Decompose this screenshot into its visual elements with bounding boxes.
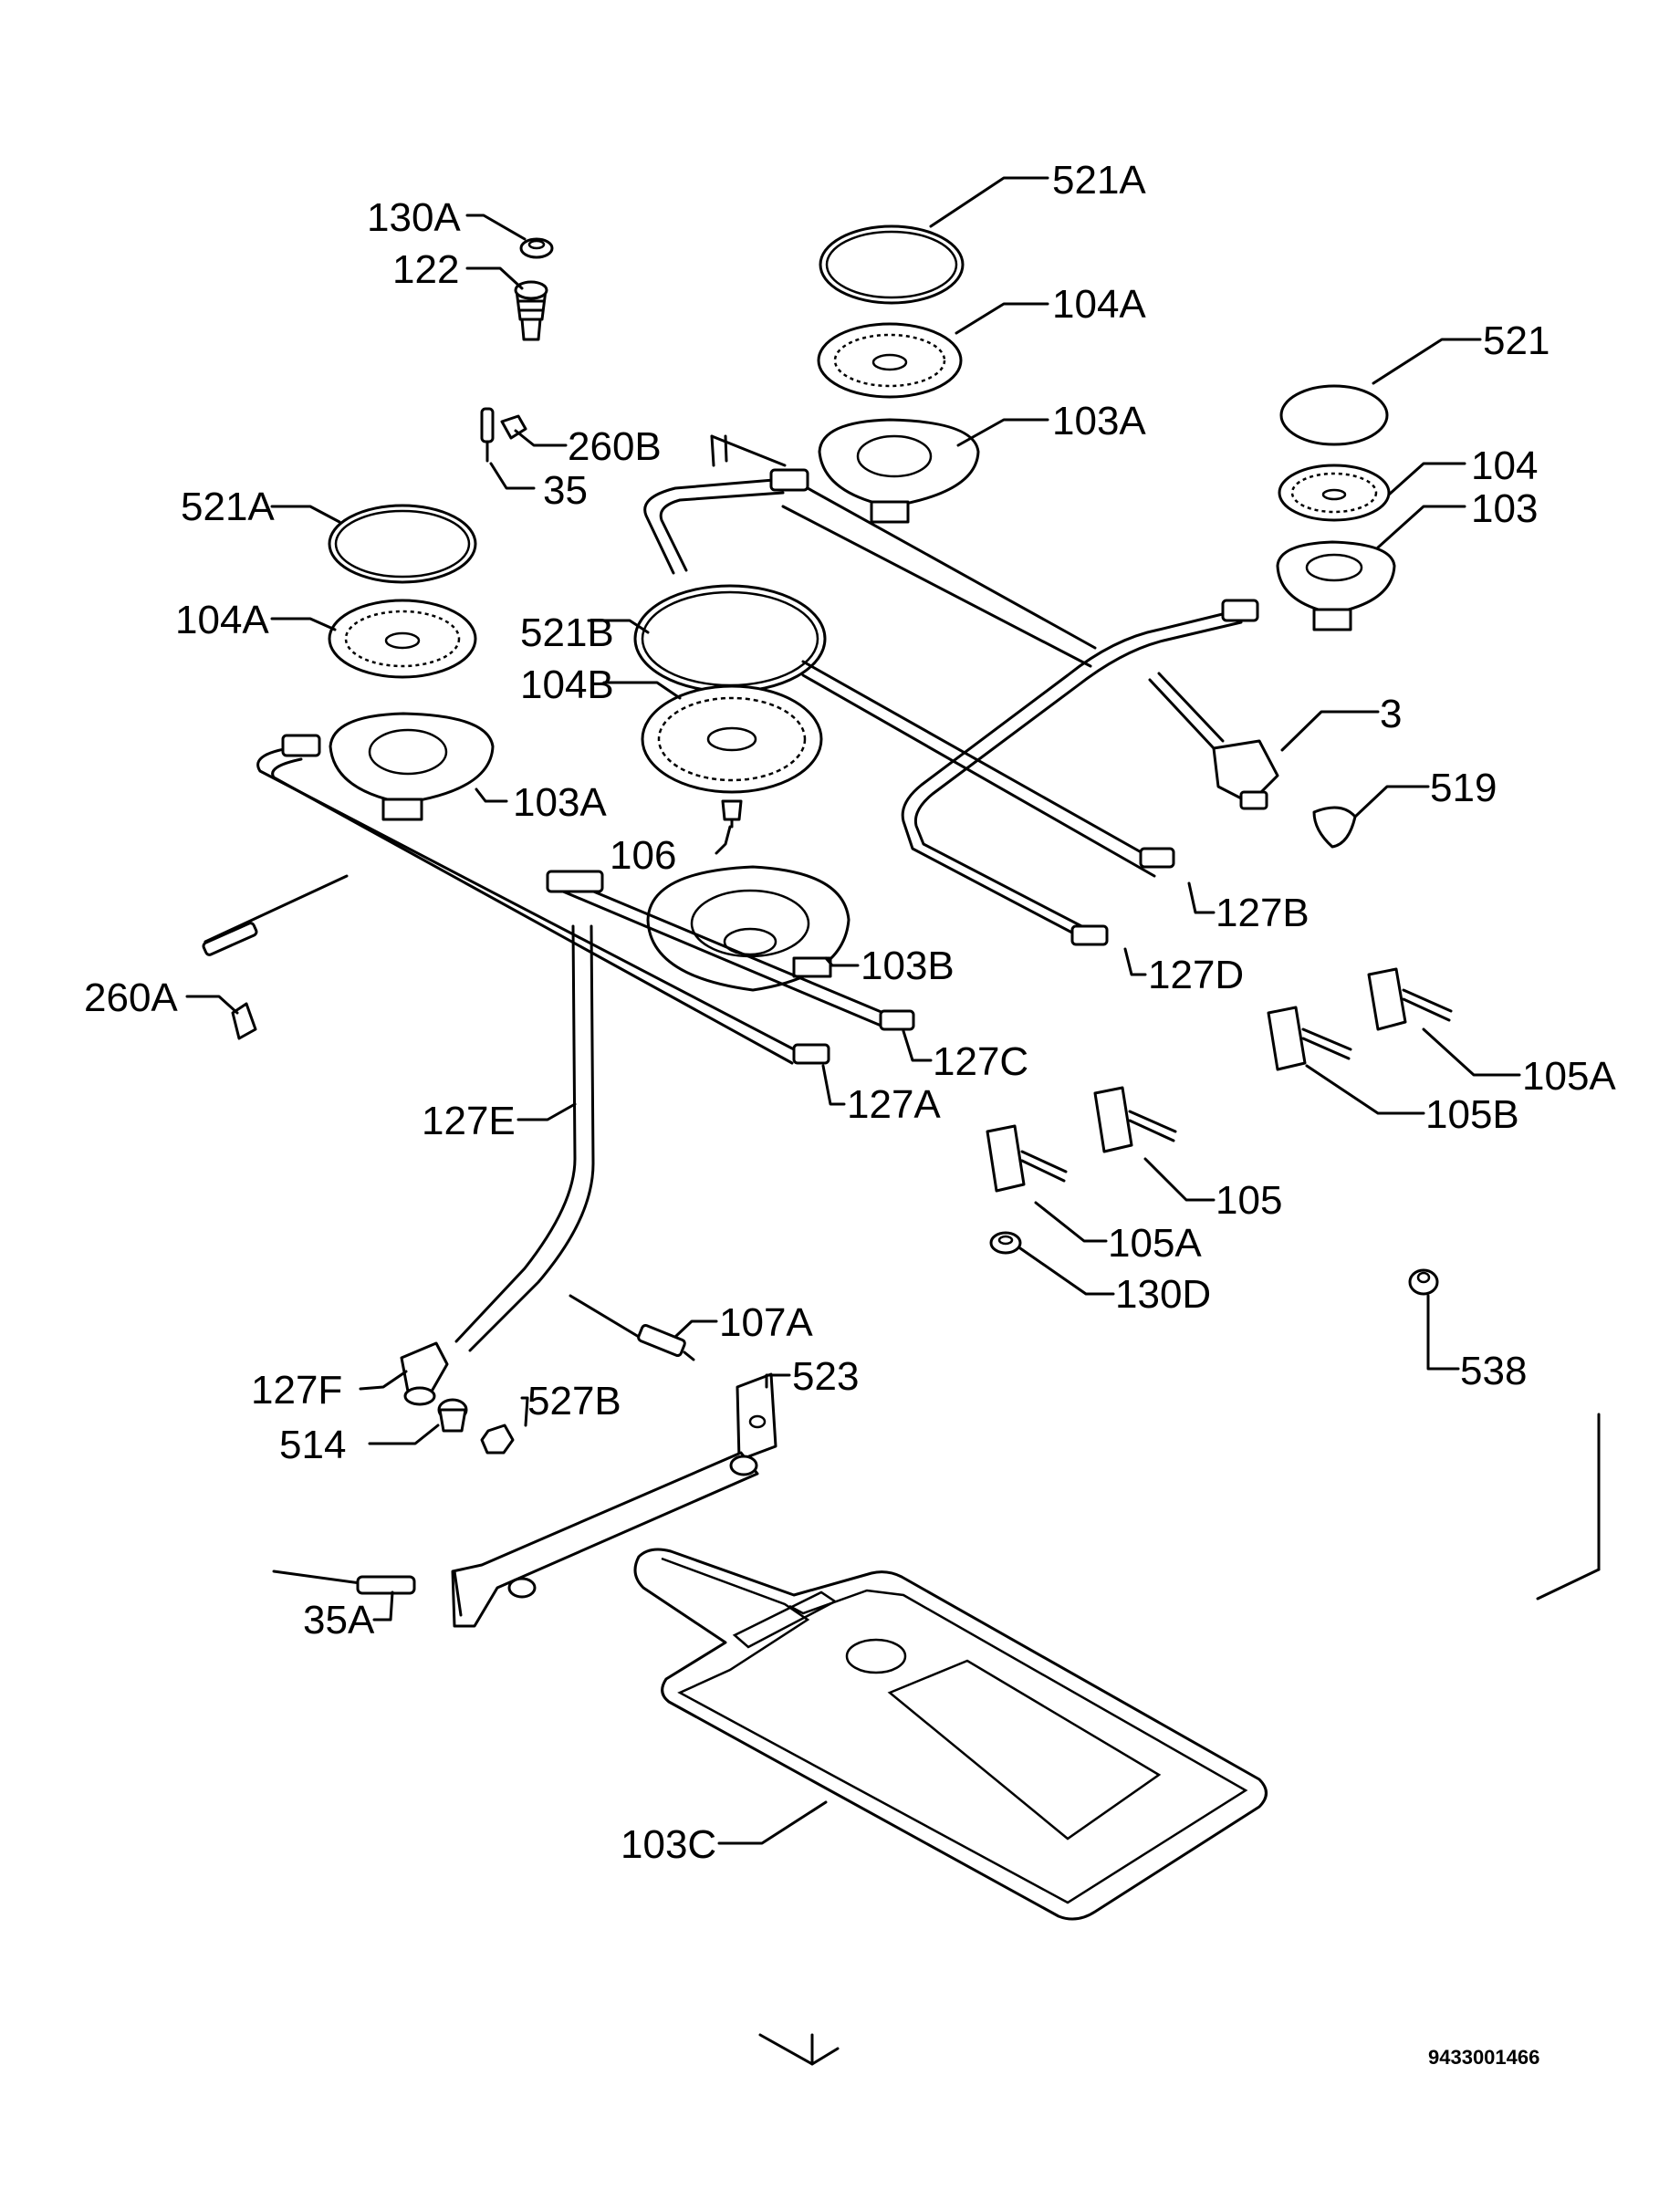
burner-base-103 (1276, 540, 1396, 631)
label-130A: 130A (367, 195, 461, 240)
label-523: 523 (792, 1354, 859, 1399)
valve-105 (1093, 1086, 1177, 1153)
label-127F: 127F (251, 1368, 342, 1413)
label-122: 122 (392, 247, 459, 292)
flame-spreader-104B (641, 684, 823, 794)
burner-cap-521 (1279, 384, 1389, 446)
label-105A-right: 105A (1522, 1054, 1616, 1099)
label-127B: 127B (1216, 891, 1310, 935)
valve-105A-right (1367, 967, 1453, 1031)
nut-527B (480, 1424, 515, 1455)
nut-130D (989, 1231, 1022, 1255)
label-105B: 105B (1425, 1092, 1519, 1137)
clip-260A (231, 1002, 257, 1040)
gas-pipe-long-right (901, 608, 1243, 942)
nut-538 (1408, 1268, 1439, 1296)
label-514: 514 (279, 1423, 346, 1467)
part-labels: 130A 122 260B 35 521A 104A 103A 521 104 … (84, 158, 1616, 2069)
thermocouple-107A (569, 1294, 695, 1361)
cap-nut-130A (519, 237, 554, 259)
gas-pipe-upper (643, 434, 1097, 668)
label-521B: 521B (520, 610, 614, 655)
label-260A: 260A (84, 975, 178, 1020)
pipe-fittings (281, 468, 1259, 1065)
injector-106 (721, 799, 743, 829)
label-107A: 107A (719, 1300, 813, 1345)
label-103A-left: 103A (513, 780, 607, 825)
label-104: 104 (1471, 443, 1538, 488)
knob-519 (1312, 806, 1357, 849)
label-105A-left: 105A (1108, 1221, 1202, 1266)
label-105: 105 (1216, 1178, 1282, 1223)
burner-cap-521A-left (328, 504, 477, 584)
label-104A-top: 104A (1052, 282, 1146, 327)
cover-plate-103C (633, 1548, 1268, 1921)
label-260B: 260B (568, 424, 662, 469)
label-35A: 35A (303, 1598, 375, 1642)
injector-122 (514, 280, 548, 341)
thermocouple-35A (272, 1570, 416, 1595)
label-521A-top: 521A (1052, 158, 1146, 203)
label-127E: 127E (422, 1099, 516, 1143)
label-3: 3 (1380, 692, 1402, 736)
label-103: 103 (1471, 486, 1538, 531)
fitting-514 (437, 1398, 468, 1433)
leader-lines (185, 176, 1521, 1845)
burner-base-103B (646, 865, 850, 992)
flame-spreader-104A-left (328, 599, 477, 679)
label-104A-left: 104A (175, 598, 269, 642)
gas-pipe-middle (801, 660, 1161, 878)
label-127A: 127A (847, 1082, 941, 1127)
label-127D: 127D (1148, 953, 1244, 997)
burner-base-103A-left (329, 712, 495, 821)
gas-pipe-127E (454, 924, 595, 1352)
label-519: 519 (1430, 766, 1497, 810)
reference-number: 9433001466 (1428, 2046, 1539, 2069)
elbow-fitting-127F (400, 1341, 449, 1406)
burner-cap-521A-top (819, 224, 965, 305)
label-103A-top: 103A (1052, 399, 1146, 443)
label-106: 106 (610, 833, 676, 878)
label-521: 521 (1483, 318, 1550, 363)
label-103C: 103C (621, 1822, 716, 1867)
bracket-523 (451, 1372, 777, 1628)
valve-105A-left (986, 1124, 1068, 1193)
flame-spreader-104A-top (817, 322, 963, 399)
label-127C: 127C (933, 1039, 1028, 1084)
label-130D: 130D (1115, 1272, 1211, 1317)
thermostat-valve-3 (1148, 672, 1279, 810)
burner-base-103A-top (818, 418, 980, 524)
flame-spreader-104 (1278, 464, 1391, 522)
label-527B: 527B (527, 1379, 621, 1424)
label-104B: 104B (520, 662, 614, 707)
label-521A-left: 521A (181, 485, 275, 529)
frame-marks (758, 1413, 1601, 2066)
label-538: 538 (1460, 1349, 1527, 1393)
electrode-lead (202, 874, 349, 956)
label-103B: 103B (861, 944, 955, 988)
thermocouple-tip-35 (480, 407, 495, 463)
valve-105B (1267, 1006, 1352, 1071)
label-35: 35 (543, 468, 588, 513)
gas-pipe-center (555, 874, 896, 1031)
burner-cap-521B (633, 584, 827, 694)
